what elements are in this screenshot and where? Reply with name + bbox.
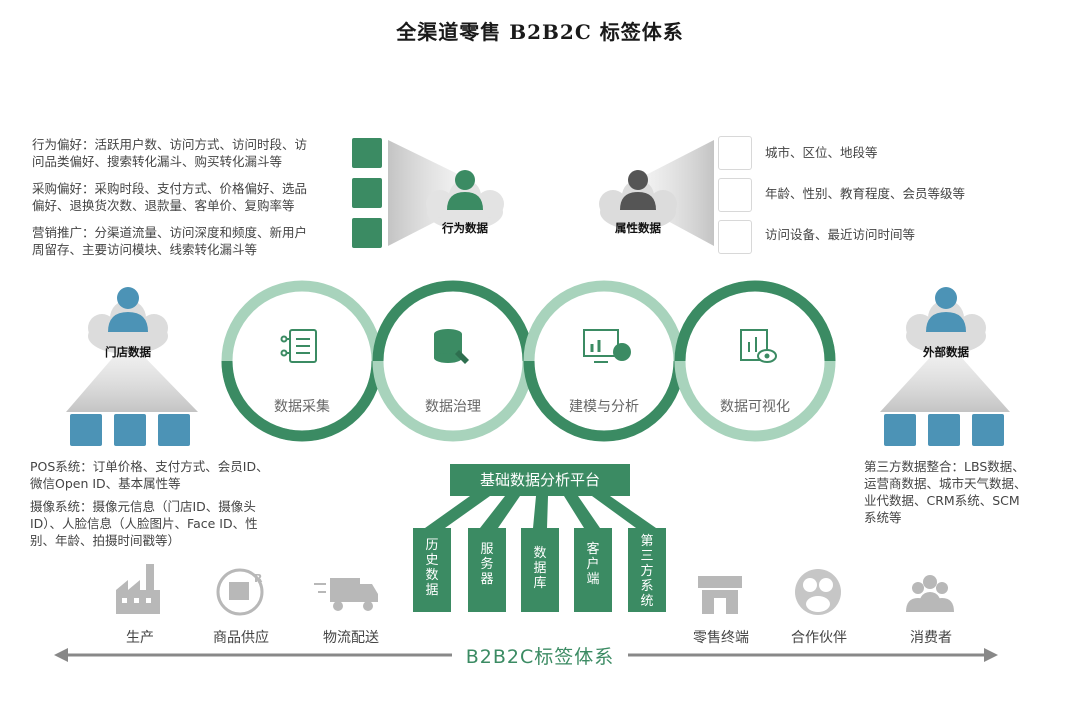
collect-icon: [280, 329, 317, 363]
pillar-database: 数据库: [521, 528, 559, 612]
pillar-label: 客户端: [586, 542, 600, 587]
store-text: POS系统：订单价格、支付方式、会员ID、 微信Open ID、基本属性等 摄像…: [30, 458, 310, 549]
external-person-icon: [926, 287, 966, 332]
platform-bar: 基础数据分析平台: [450, 464, 630, 496]
circle-arc-1: [221, 360, 383, 442]
visualization-icon: [740, 329, 777, 363]
behavior-line: 行为偏好：活跃用户数、访问方式、访问时段、访: [32, 137, 308, 152]
caption-production: 生产: [126, 630, 154, 646]
pillar-client: 客户端: [574, 528, 612, 612]
attribute-item: 城市、区位、地段等: [765, 145, 878, 160]
user-group-icon: [352, 138, 382, 168]
circle-label-govern: 数据治理: [425, 399, 481, 415]
store-line: POS系统：订单价格、支付方式、会员ID、: [30, 459, 269, 474]
caption-logistics: 物流配送: [323, 630, 379, 646]
attribute-label: 属性数据: [615, 221, 661, 235]
behavior-text: 行为偏好：活跃用户数、访问方式、访问时段、访 问品类偏好、搜索转化漏斗、购买转化…: [32, 136, 352, 258]
user-group-icon: [352, 178, 382, 208]
user-group-icon: [972, 414, 1004, 446]
supply-icon: R: [216, 568, 264, 616]
caption-retail: 零售终端: [693, 630, 749, 646]
external-icon-row: [884, 414, 1004, 446]
caption-partner: 合作伙伴: [791, 630, 847, 646]
behavior-line: 营销推广：分渠道流量、访问深度和频度、新用户: [32, 225, 308, 240]
user-group-icon: [884, 414, 916, 446]
user-group-icon: [158, 414, 190, 446]
circle-arc-2: [372, 280, 534, 362]
user-group-icon: [928, 414, 960, 446]
circle-label-model: 建模与分析: [569, 399, 639, 415]
external-line: 第三方数据整合：LBS数据、: [864, 459, 1025, 474]
store-line: 别、年龄、拍摄时间戳等）: [30, 533, 181, 548]
user-group-icon: [718, 136, 752, 170]
consumers-icon: [906, 575, 954, 612]
database-icon: [434, 329, 469, 364]
user-group-icon: [70, 414, 102, 446]
store-line: 微信Open ID、基本属性等: [30, 476, 181, 491]
store-front-icon: [698, 576, 742, 614]
store-icon-row: [70, 414, 190, 446]
attribute-text: 城市、区位、地段等 年龄、性别、教育程度、会员等级等 访问设备、最近访问时间等: [765, 144, 1065, 243]
external-cloud: [906, 300, 986, 354]
attribute-person-icon: [620, 170, 656, 210]
behavior-line: 采购偏好：采购时段、支付方式、价格偏好、选品: [32, 181, 308, 196]
behavior-line: 周留存、主要访问模块、线索转化漏斗等: [32, 242, 258, 257]
user-group-icon: [718, 220, 752, 254]
attribute-beam: [640, 140, 714, 246]
user-group-icon: [114, 414, 146, 446]
store-person-icon: [108, 287, 148, 332]
user-group-icon: [718, 178, 752, 212]
circle-label-visualize: 数据可视化: [720, 399, 790, 415]
circle-arc-3: [523, 360, 685, 442]
partner-icon: [795, 569, 841, 615]
caption-consumer: 消费者: [910, 630, 952, 646]
truck-icon: [314, 578, 378, 611]
user-group-icon: [352, 218, 382, 248]
external-label: 外部数据: [923, 345, 969, 359]
behavior-label: 行为数据: [442, 221, 488, 235]
circle-label-collect: 数据采集: [274, 399, 330, 415]
platform-connectors: [425, 496, 656, 528]
circle-arc-4: [674, 280, 836, 362]
bottom-axis: [54, 648, 998, 662]
external-text: 第三方数据整合：LBS数据、 运营商数据、城市天气数据、 业代数据、CRM系统、…: [864, 458, 1064, 526]
store-beam: [66, 340, 198, 412]
attribute-icon-column: [718, 136, 752, 254]
store-line: 摄像系统：摄像元信息（门店ID、摄像头: [30, 499, 256, 514]
pillar-label: 第三方系统: [640, 534, 654, 609]
pillar-label: 服务器: [480, 542, 494, 587]
process-circles: [221, 280, 836, 442]
pillar-label: 数据库: [533, 546, 547, 591]
factory-icon: [116, 564, 160, 614]
external-line: 运营商数据、城市天气数据、: [864, 476, 1027, 491]
pillar-server: 服务器: [468, 528, 506, 612]
pillar-third-party: 第三方系统: [628, 528, 666, 612]
pillar-history: 历史数据: [413, 528, 451, 612]
axis-label: B2B2C标签体系: [465, 646, 615, 668]
behavior-icon-column: [352, 138, 382, 248]
store-label: 门店数据: [105, 345, 151, 359]
attribute-item: 年龄、性别、教育程度、会员等级等: [765, 186, 966, 201]
svg-text:R: R: [254, 572, 263, 585]
page-title: 全渠道零售 B2B2C 标签体系: [396, 20, 684, 44]
external-line: 业代数据、CRM系统、SCM: [864, 493, 1020, 508]
external-beam: [880, 340, 1010, 412]
behavior-beam: [388, 140, 466, 246]
store-line: ID）、人脸信息（人脸图片、Face ID、性: [30, 516, 258, 531]
analysis-icon: [583, 329, 631, 363]
pillar-label: 历史数据: [425, 538, 439, 598]
behavior-line: 偏好、退换货次数、退款量、客单价、复购率等: [32, 198, 295, 213]
caption-supply: 商品供应: [213, 630, 269, 646]
external-line: 系统等: [864, 510, 902, 525]
behavior-person-icon: [447, 170, 483, 210]
behavior-line: 问品类偏好、搜索转化漏斗、购买转化漏斗等: [32, 154, 283, 169]
attribute-item: 访问设备、最近访问时间等: [765, 227, 916, 242]
